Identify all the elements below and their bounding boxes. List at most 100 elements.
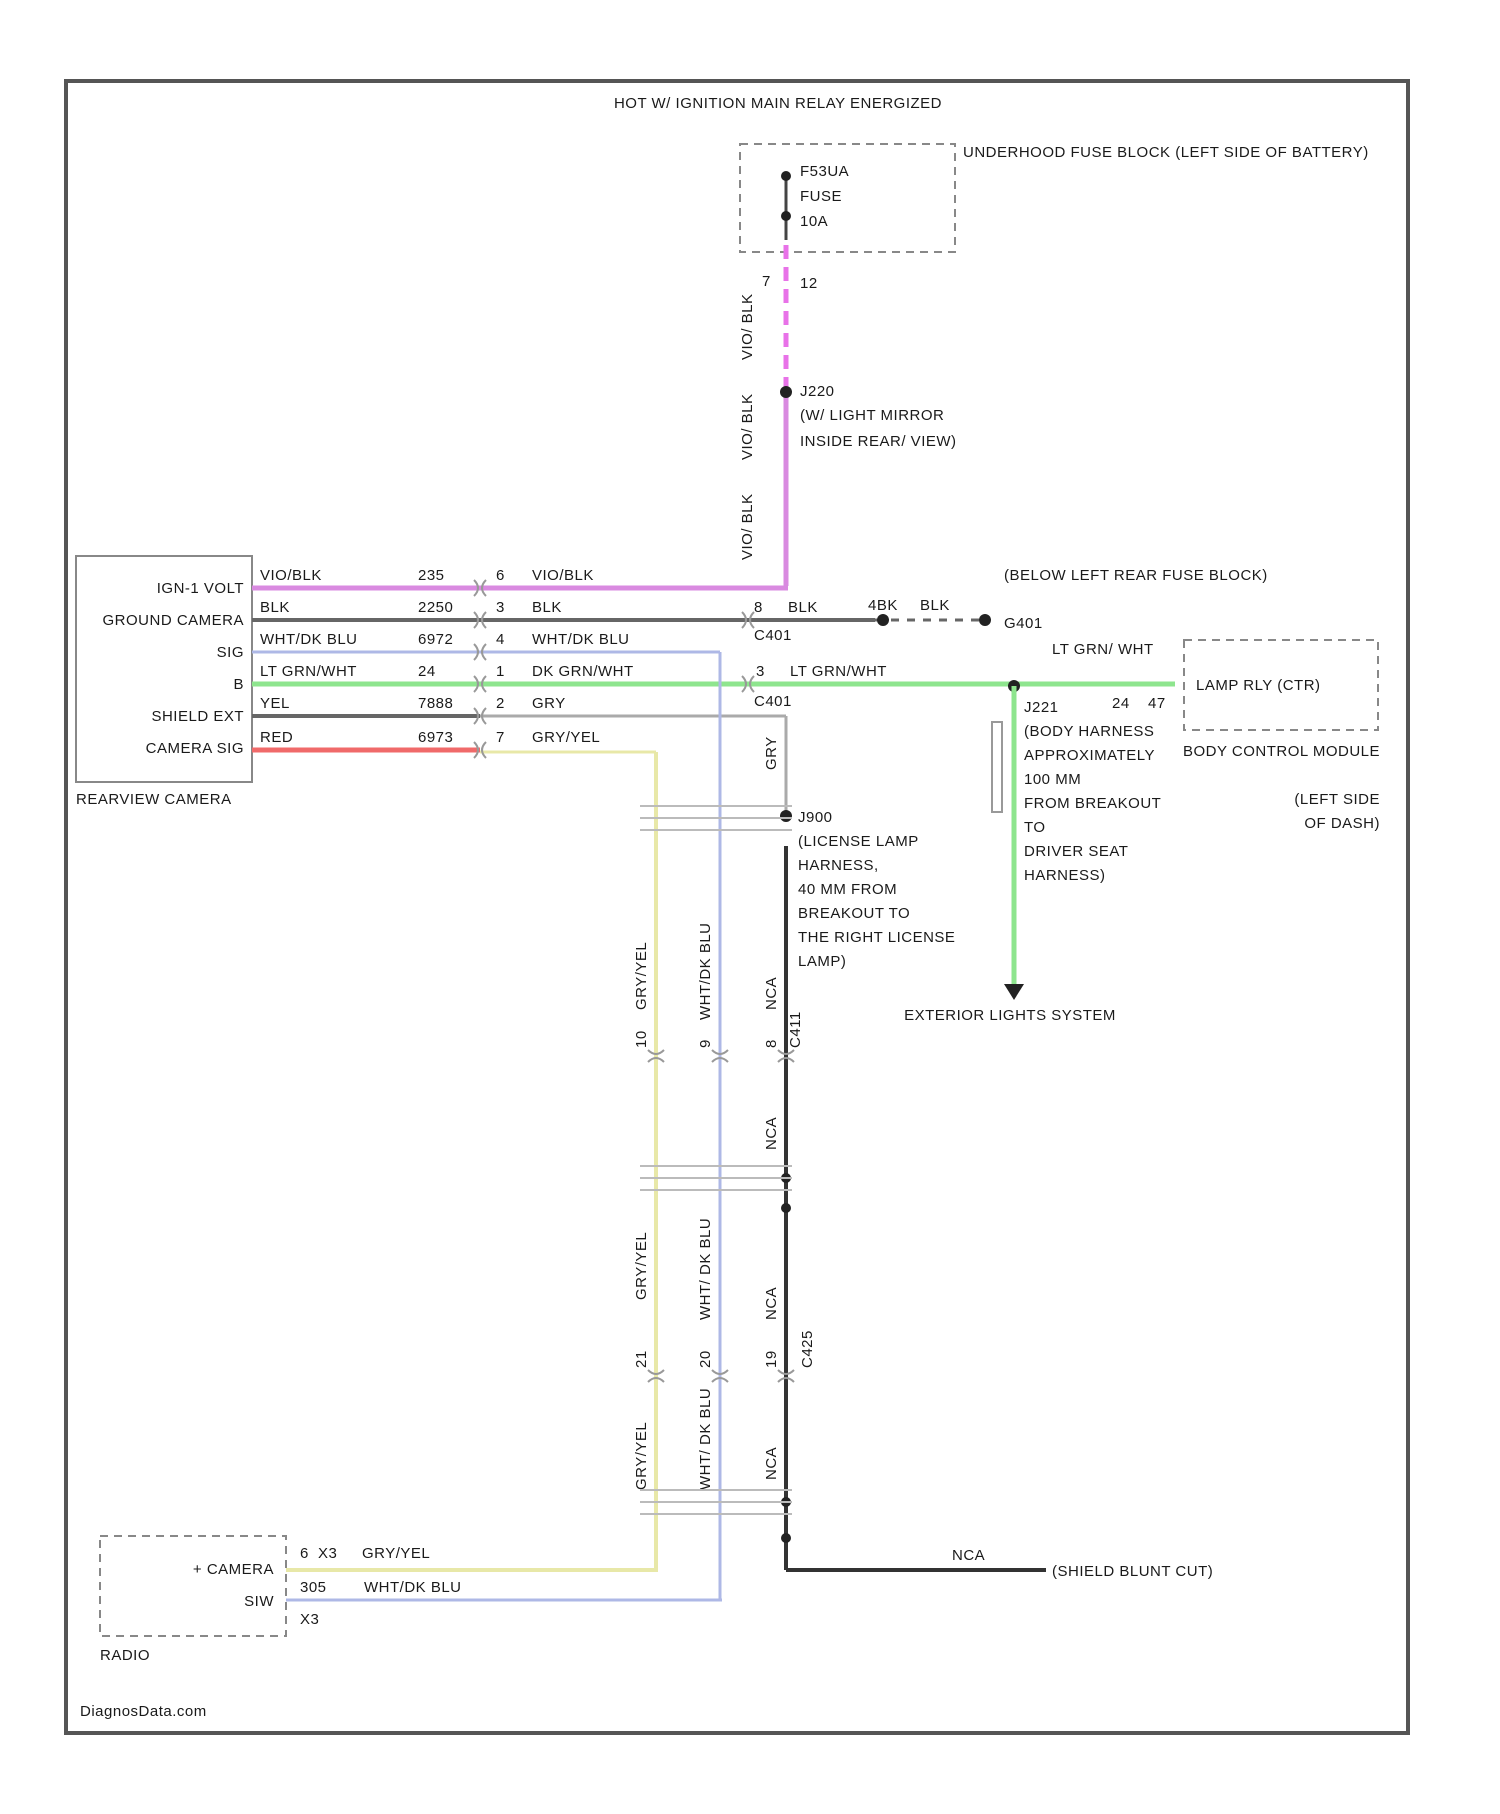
exterior-lights-label: EXTERIOR LIGHTS SYSTEM [904,1007,1116,1024]
row3-circuit: 6972 [418,631,453,648]
vlabel-c4-pin-a: 10 [633,1030,650,1048]
splice-j221-line5: TO [1024,819,1046,836]
radio-name: RADIO [100,1647,150,1664]
row3-pin: 4 [496,631,505,648]
splice-j220-desc2: INSIDE REAR/ VIEW) [800,433,957,450]
shield-ground-desc: (SHIELD BLUNT CUT) [1052,1563,1213,1580]
fuse-type: FUSE [800,188,842,205]
rear-camera-title: REARVIEW CAMERA [76,791,232,808]
rear-camera-pin-6: CAMERA SIG [146,740,244,757]
vlabel-ncb-2: NCA [763,1287,780,1320]
vlabel-c4-name: C411 [787,1011,804,1048]
splice-j900-node [780,810,792,822]
ground-id: G401 [1004,615,1043,632]
row5-color2: GRY [532,695,566,712]
fuse-node-top [781,171,791,181]
bcm-wire-pin: 47 [1148,695,1166,712]
radio-row1-pin: 6 [300,1545,309,1562]
radio-row2-wire: WHT/DK BLU [364,1579,462,1596]
radio-row1-connector: X3 [318,1545,337,1562]
rear-camera-pin-3: SIG [217,644,244,661]
row6-color: RED [260,729,293,746]
bcm-loc1: (LEFT SIDE [1294,791,1380,808]
fuse-rating: 10A [800,213,828,230]
fuse-name: F53UA [800,163,849,180]
splice-j221-id: J221 [1024,699,1059,716]
vlabel-ncb-1: NCA [763,977,780,1010]
j900-line4: BREAKOUT TO [798,905,910,922]
vlabel-ncb-1b: NCA [763,1117,780,1150]
radio-pin-2: SIW [244,1593,274,1610]
underhood-fuse-block-label: UNDERHOOD FUSE BLOCK (LEFT SIDE OF BATTE… [963,144,1369,161]
vlabel-c5-pin-b: 20 [697,1350,714,1368]
vlabel-c5-pin-c: 19 [763,1350,780,1368]
connector-c401-left [474,580,486,758]
underhood-fuse-block [740,144,955,252]
rear-camera-pin-4: B [233,676,244,693]
ground-pin: 8 [754,599,763,616]
row2-circuit: 2250 [418,599,453,616]
fuse-pin-left: 7 [762,273,771,290]
j900-line1: (LICENSE LAMP [798,833,919,850]
vlabel-wht-dk-blu-3: WHT/ DK BLU [697,1388,714,1490]
j900-line2: HARNESS, [798,857,879,874]
splice-j220-node [780,386,792,398]
splice-node-lower-2 [781,1203,791,1213]
wire-row-labels: VIO/BLK 235 6 VIO/BLK BLK 2250 3 BLK WHT… [260,567,634,746]
ground-location: (BELOW LEFT REAR FUSE BLOCK) [1004,567,1268,584]
rear-camera-pin-2: GROUND CAMERA [102,612,244,629]
splice-j221-line7: HARNESS) [1024,867,1106,884]
j900-id: J900 [798,809,833,826]
riser-label-low: VIO/ BLK [739,493,756,560]
bcm-loc2: OF DASH) [1304,815,1380,832]
rear-camera-pin-1: IGN-1 VOLT [157,580,244,597]
row5-color: YEL [260,695,290,712]
lt-grn-color: LT GRN/WHT [790,663,887,680]
vlabel-c5-pin-a: 21 [633,1350,650,1368]
fuse-node-bottom [781,211,791,221]
exterior-lights-arrow [1004,984,1024,1000]
fuse-pin-right: 12 [800,275,818,292]
vlabel-gry-yel-1: GRY/YEL [633,942,650,1010]
splice-node-lower-4 [781,1533,791,1543]
row2-pin: 3 [496,599,505,616]
ground-circuit: 4BK [868,597,898,614]
rear-camera-pin-5: SHIELD EXT [151,708,244,725]
splice-j221-line1: (BODY HARNESS [1024,723,1154,740]
connector-label-a: C401 [754,627,792,644]
row3-color: WHT/DK BLU [260,631,358,648]
row5-pin: 2 [496,695,505,712]
splice-j221-line2: APPROXIMATELY [1024,747,1155,764]
radio-row1-wire: GRY/YEL [362,1545,430,1562]
row6-circuit: 6973 [418,729,453,746]
ground-color: BLK [788,599,818,616]
radio-pin-1: + CAMERA [193,1561,274,1578]
row4-pin: 1 [496,663,505,680]
vlabel-wht-dk-blu-2: WHT/ DK BLU [697,1218,714,1320]
lt-grn-pin: 3 [756,663,765,680]
power-source-label: HOT W/ IGNITION MAIN RELAY ENERGIZED [614,95,942,112]
row1-pin: 6 [496,567,505,584]
ground-node-1 [877,614,889,626]
splice-j221-line6: DRIVER SEAT [1024,843,1128,860]
row4-color: LT GRN/WHT [260,663,357,680]
vlabel-gry-top: GRY [763,736,780,770]
j900-line6: LAMP) [798,953,846,970]
splice-j220-desc1: (W/ LIGHT MIRROR [800,407,944,424]
radio-box [100,1536,286,1636]
vlabel-c5-name: C425 [799,1330,816,1368]
splice-j221-line3: 100 MM [1024,771,1081,788]
shield-ground-color: NCA [952,1547,985,1564]
splice-j221-line4: FROM BREAKOUT [1024,795,1161,812]
bcm-name: BODY CONTROL MODULE [1183,743,1380,760]
row1-circuit: 235 [418,567,445,584]
j221-harness-bar [992,722,1002,812]
row6-color2: GRY/YEL [532,729,600,746]
vlabel-c4-pin-c: 8 [763,1039,780,1048]
j900-line3: 40 MM FROM [798,881,897,898]
row2-color: BLK [260,599,290,616]
vlabel-wht-dk-blu-1: WHT/DK BLU [697,922,714,1020]
connector-label-b: C401 [754,693,792,710]
riser-label-mid: VIO/ BLK [739,393,756,460]
